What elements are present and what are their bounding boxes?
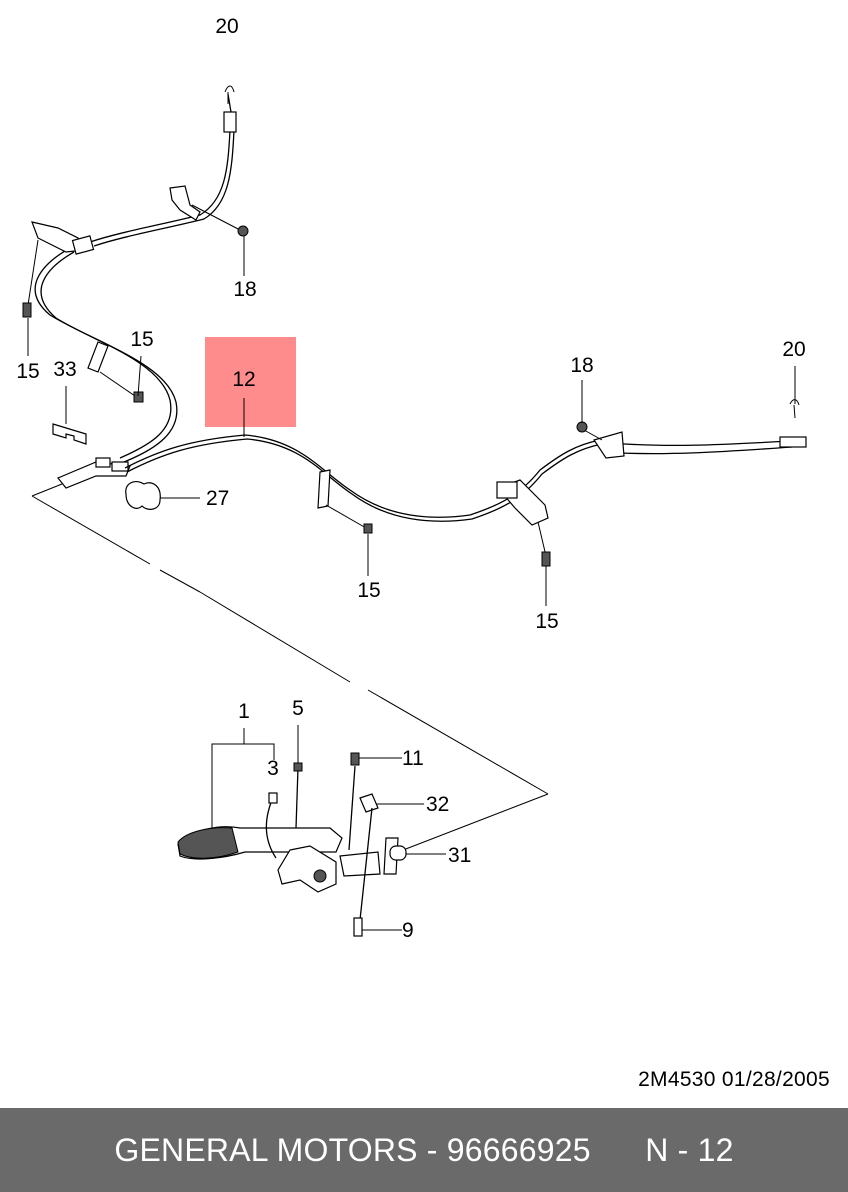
callout-18-right: 18 (570, 354, 593, 377)
parking-brake-diagram: 20 18 15 15 33 12 27 18 20 15 15 1 5 11 … (16, 15, 807, 942)
callout-20-right: 20 (782, 338, 805, 361)
callout-1: 1 (238, 700, 250, 723)
callout-15-mid: 15 (130, 328, 153, 351)
projection-lines (31, 483, 549, 853)
highlight-box (205, 337, 296, 427)
callout-5: 5 (292, 697, 304, 720)
clip-33 (52, 423, 87, 445)
callout-15-bottom-2: 15 (535, 610, 558, 633)
equalizer-junction (57, 457, 131, 489)
brake-lever-assembly (177, 752, 407, 937)
reference-code: 2M4530 01/28/2005 (638, 1068, 830, 1091)
cable-left-loop (22, 221, 178, 463)
footer-bar: GENERAL MOTORS - 96666925 N - 12 (0, 1108, 848, 1192)
cable-left-upper (89, 85, 249, 247)
footer-text: GENERAL MOTORS - 96666925 N - 12 (114, 1132, 734, 1168)
callout-15-bottom-1: 15 (357, 579, 380, 602)
callout-18-top: 18 (233, 278, 256, 301)
callout-32: 32 (426, 793, 449, 816)
callout-9: 9 (402, 919, 414, 942)
callout-3: 3 (267, 757, 279, 780)
callout-12: 12 (232, 368, 255, 391)
callout-20-top: 20 (215, 15, 238, 38)
lower-leaders (211, 725, 446, 931)
callout-31: 31 (448, 844, 471, 867)
grommet-27 (125, 481, 161, 510)
leader-lines (27, 236, 796, 606)
callout-11: 11 (402, 747, 424, 770)
cable-main-12 (124, 399, 807, 567)
callout-33: 33 (53, 358, 76, 381)
callout-27: 27 (206, 487, 229, 510)
callout-15-left: 15 (16, 360, 39, 383)
